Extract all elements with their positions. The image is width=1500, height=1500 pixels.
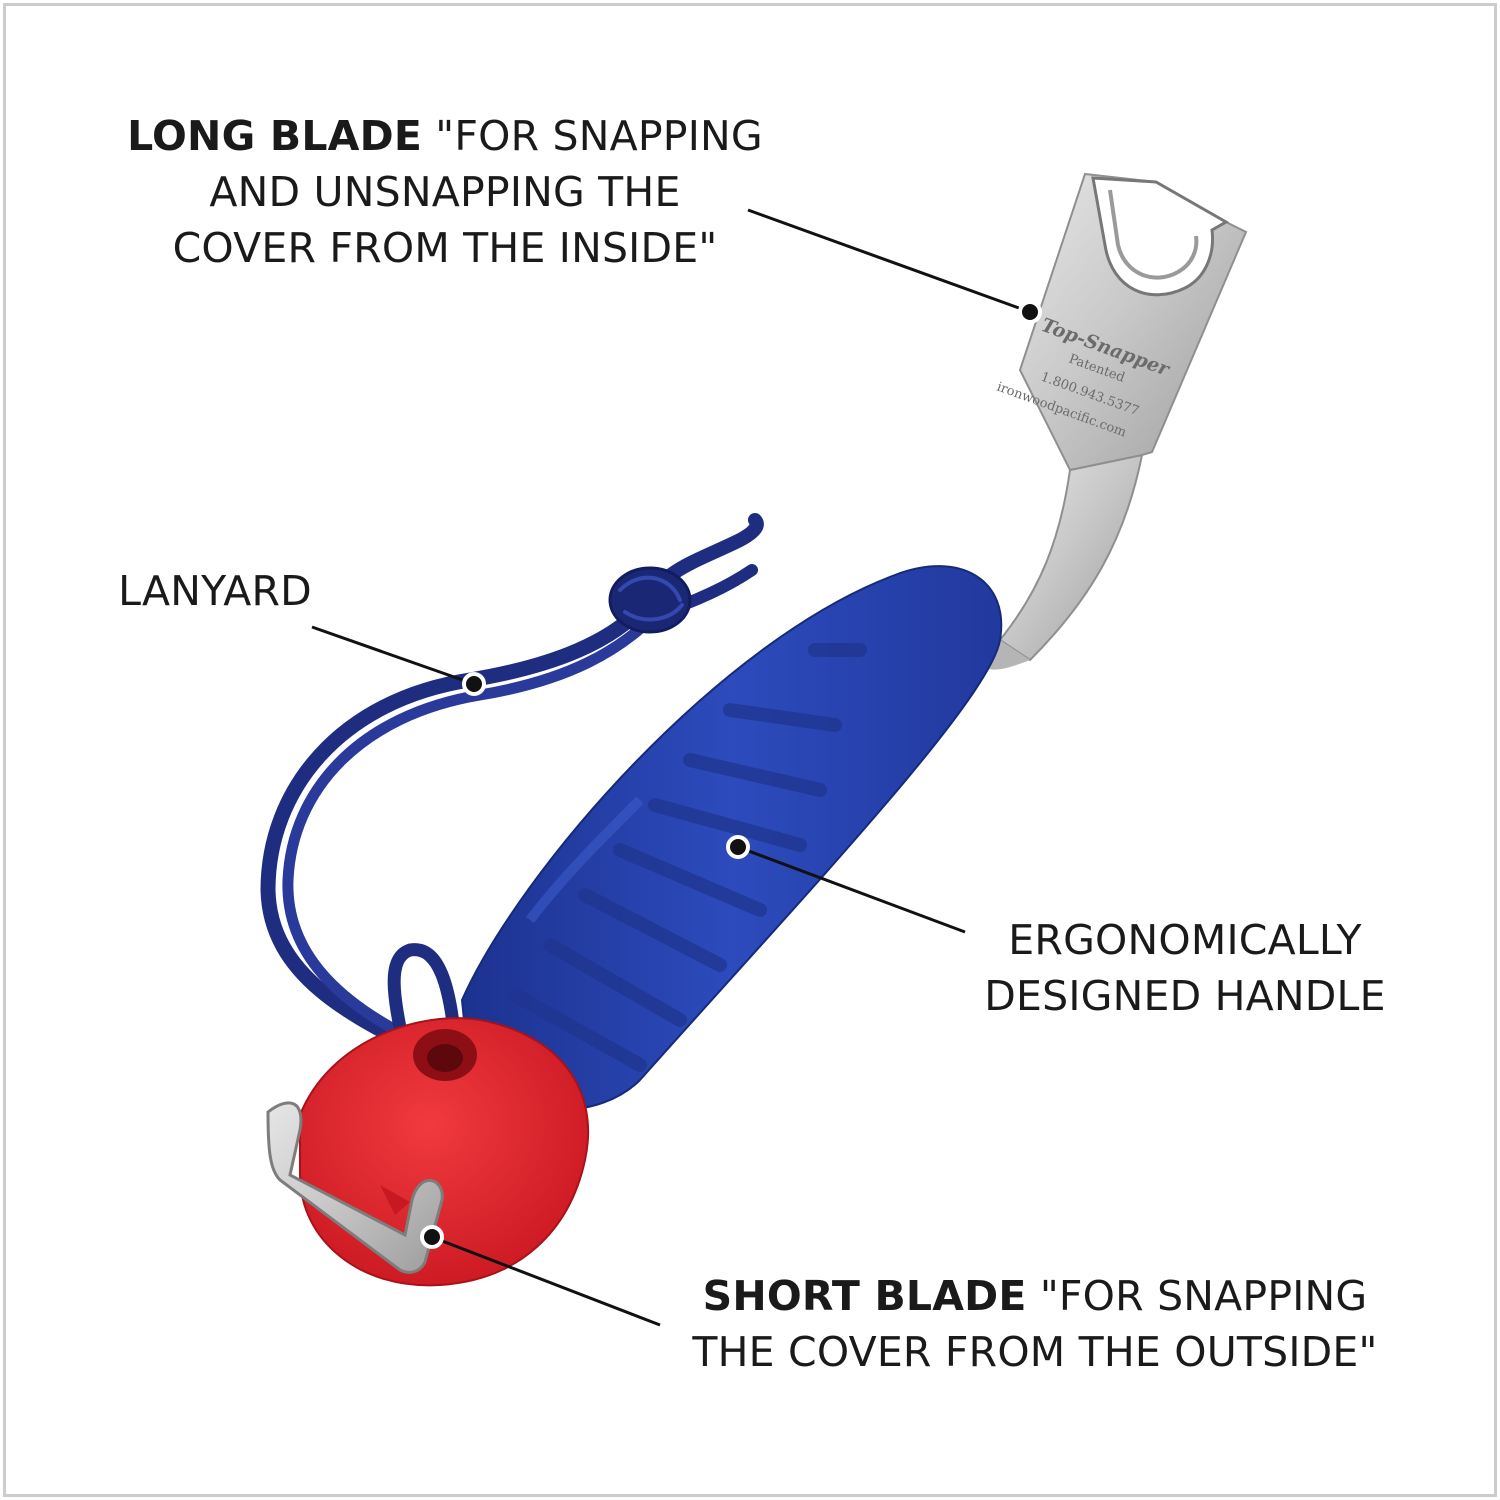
handle-leader — [737, 845, 966, 934]
long-blade-marker-dot — [1018, 300, 1042, 324]
short-blade-title: SHORT BLADE — [702, 1272, 1027, 1320]
lanyard — [260, 513, 764, 1087]
short-blade-leader — [431, 1235, 661, 1327]
short-blade-desc-line2: THE COVER FROM THE OUTSIDE" — [692, 1328, 1378, 1376]
long-blade-leader — [747, 208, 1031, 314]
long-blade-desc-line2: AND UNSNAPPING THE — [209, 168, 681, 216]
short-blade-callout: SHORT BLADE "FOR SNAPPING THE COVER FROM… — [655, 1268, 1415, 1380]
short-blade-desc-line1: "FOR SNAPPING — [1039, 1272, 1368, 1320]
image-frame — [3, 3, 1497, 1497]
short-blade — [266, 1101, 444, 1274]
handle-marker-dot — [726, 835, 750, 859]
leader-lines — [311, 208, 1031, 1327]
lanyard-label-text: LANYARD — [118, 567, 312, 615]
long-blade-title: LONG BLADE — [127, 112, 423, 160]
red-end-cap — [299, 1017, 590, 1287]
handle-label-line2: DESIGNED HANDLE — [984, 972, 1386, 1020]
lanyard-leader — [311, 625, 475, 686]
lanyard-callout: LANYARD — [105, 563, 325, 619]
handle-callout: ERGONOMICALLY DESIGNED HANDLE — [955, 912, 1415, 1024]
long-blade-callout: LONG BLADE "FOR SNAPPING AND UNSNAPPING … — [70, 108, 820, 276]
handle-label-line1: ERGONOMICALLY — [1008, 916, 1362, 964]
lanyard-marker-dot — [462, 672, 486, 696]
short-blade-marker-dot — [420, 1225, 444, 1249]
long-blade — [985, 172, 1248, 670]
handle-grip-grooves — [508, 643, 867, 1072]
long-blade-desc-line1: "FOR SNAPPING — [435, 112, 763, 160]
long-blade-desc-line3: COVER FROM THE INSIDE" — [172, 224, 718, 272]
